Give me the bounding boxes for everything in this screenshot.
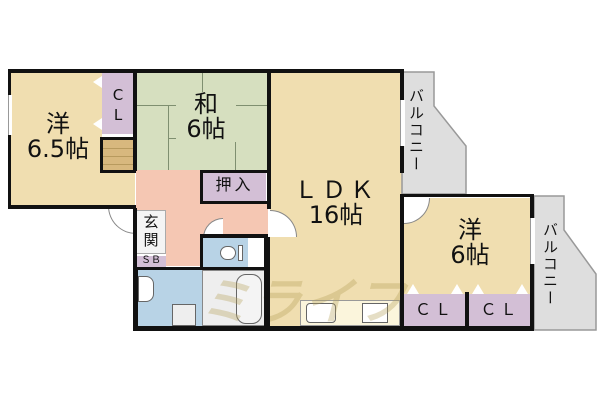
western-1-label: 洋 6.5帖 <box>26 110 90 164</box>
kitchen-sink <box>306 303 336 323</box>
wall <box>465 292 469 328</box>
room-western-6-5 <box>10 72 102 146</box>
wall <box>133 326 533 331</box>
wall <box>200 201 270 204</box>
closet-3 <box>469 294 532 326</box>
toilet-tank <box>238 245 243 261</box>
western-2-label: 洋 6帖 <box>450 216 490 270</box>
room-ldk <box>270 72 402 328</box>
shoe-box <box>136 256 166 268</box>
wall <box>100 137 103 173</box>
closet-1 <box>102 72 134 134</box>
entrance-label: 玄 関 <box>143 213 159 249</box>
wall <box>133 69 137 171</box>
oshiire-label: 押入 <box>215 175 254 194</box>
watermark: ミライフ <box>200 273 408 331</box>
washing-machine <box>172 304 196 326</box>
wall <box>200 170 203 204</box>
ldk-label: ＬＤＫ 16帖 <box>294 176 378 230</box>
wall <box>200 170 270 173</box>
bathtub <box>236 274 262 324</box>
wall <box>100 137 136 140</box>
wall <box>400 194 533 197</box>
washbasin <box>138 276 154 302</box>
entrance-door <box>108 206 136 234</box>
wall <box>8 69 11 209</box>
toilet-fixture <box>220 246 236 260</box>
wall <box>133 267 269 270</box>
closet-2-label: ＣＬ <box>414 300 455 319</box>
wall <box>200 234 268 238</box>
stairs <box>102 139 134 171</box>
wall <box>133 208 137 270</box>
balcony-1-label: バルコニー <box>407 88 425 173</box>
wall <box>400 194 404 328</box>
wall <box>8 69 403 73</box>
balcony-2-label: バルコニー <box>541 222 559 307</box>
wall <box>100 170 136 173</box>
wall <box>8 205 136 209</box>
stove <box>362 303 388 323</box>
japanese-label: 和 6帖 <box>176 91 236 143</box>
closet-1-label: C L <box>112 86 124 124</box>
oshiire <box>203 172 266 202</box>
entrance <box>136 210 166 254</box>
hallway-3 <box>166 230 202 266</box>
closet-3-label: ＣＬ <box>480 300 521 319</box>
shoe-box-label: ＳＢ <box>141 255 161 266</box>
balcony-2 <box>533 195 597 331</box>
room-western-6 <box>404 198 532 294</box>
wall <box>267 69 271 209</box>
closet-2 <box>404 294 466 326</box>
closet-door-marker <box>93 76 102 88</box>
wall <box>133 267 138 330</box>
wall <box>264 237 270 329</box>
wall <box>200 234 203 270</box>
closet-door-marker <box>93 118 102 130</box>
